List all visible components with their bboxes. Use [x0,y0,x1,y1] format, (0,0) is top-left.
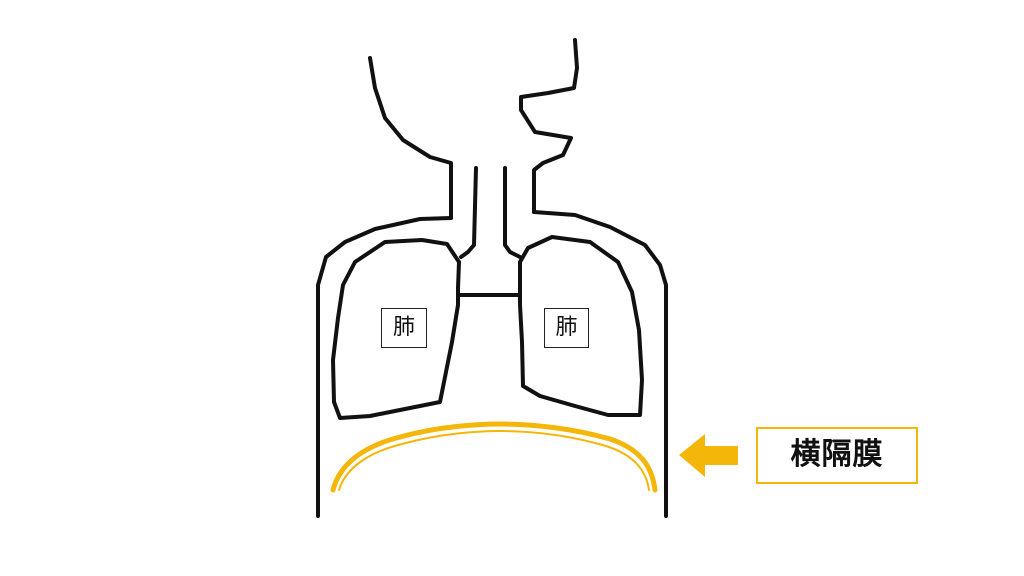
diaphragm-arc-inner [338,429,650,491]
diaphragm-arc-outer [330,421,658,493]
lung-label-left: 肺 [381,308,427,348]
diaphragm-callout: 横隔膜 [756,427,918,484]
face-profile-outline [519,38,579,214]
torso-left-outline [316,216,453,518]
arrow-left-icon [679,434,738,477]
lung-left-outline [331,238,461,420]
trachea-left-wall [459,166,478,259]
trachea-right-wall [503,166,522,259]
lung-right-outline [518,235,644,417]
torso-right-outline [532,210,668,518]
lung-label-right: 肺 [544,308,589,348]
head-back-outline [368,56,453,220]
